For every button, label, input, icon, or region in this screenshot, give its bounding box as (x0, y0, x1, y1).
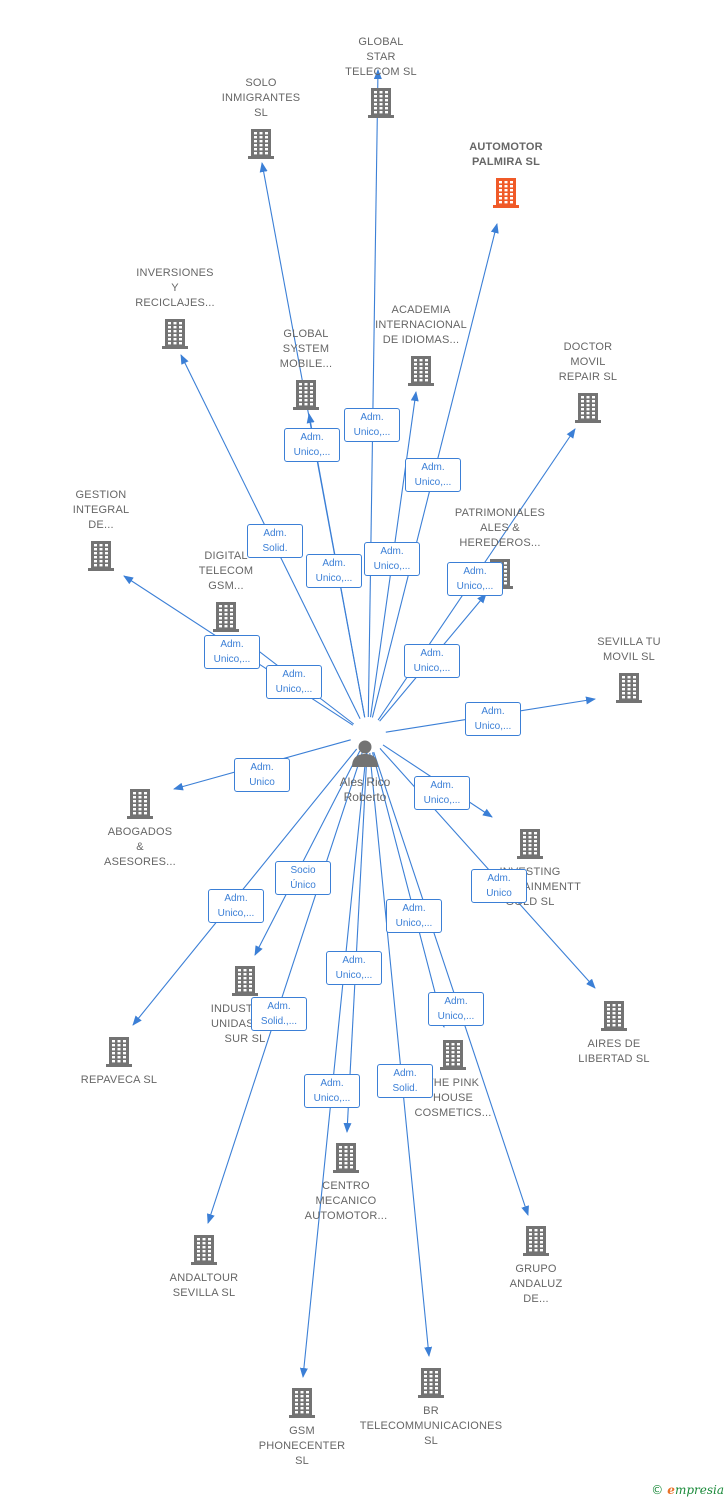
person-icon (352, 740, 378, 767)
node-label-aires[interactable]: AIRES DE LIBERTAD SL (578, 1038, 650, 1065)
role-label-repaveca[interactable]: Adm. Unico,... (208, 889, 264, 923)
building-icon (368, 88, 394, 118)
node-label-br-telecom[interactable]: BR TELECOMMUNICACIONES SL (359, 1405, 503, 1447)
node-label-sevilla-tu-movil[interactable]: SEVILLA TU MOVIL SL (597, 636, 661, 663)
edge-centro-mecanico (343, 752, 368, 1133)
edge-global-star (367, 69, 382, 718)
node-label-global-system[interactable]: GLOBAL SYSTEM MOBILE... (279, 328, 333, 370)
node-label-doctor-movil[interactable]: DOCTOR MOVIL REPAIR SL (558, 341, 618, 383)
edge-andaltour (207, 751, 363, 1224)
role-label-br-telecom[interactable]: Adm. Solid. (377, 1064, 433, 1098)
role-label-abogados[interactable]: Adm. Unico (234, 758, 290, 792)
building-icon (616, 673, 642, 703)
brand-name: mpresia (674, 1483, 724, 1497)
building-icon (191, 1235, 217, 1265)
role-label-inversiones[interactable]: Adm. Solid. (247, 524, 303, 558)
role-label-global-system[interactable]: Adm. Unico,... (306, 554, 362, 588)
building-icon (162, 319, 188, 349)
node-label-grupo-andaluz[interactable]: GRUPO ANDALUZ DE... (509, 1263, 563, 1305)
building-icon (333, 1143, 359, 1173)
building-icon (418, 1368, 444, 1398)
node-label-gestion[interactable]: GESTION INTEGRAL DE... (72, 489, 130, 531)
node-label-global-star[interactable]: GLOBAL STAR TELECOM SL (345, 36, 417, 78)
role-label-digital-telecom[interactable]: Adm. Unico,... (266, 665, 322, 699)
building-icon (127, 789, 153, 819)
copyright-symbol: © (651, 1483, 664, 1497)
node-label-abogados[interactable]: ABOGADOS & ASESORES... (104, 826, 176, 868)
edge-industrias (254, 750, 361, 956)
center-person-label[interactable]: Ales Rico Roberto (339, 775, 391, 804)
role-label-academia[interactable]: Adm. Unico,... (364, 542, 420, 576)
brand-initial: e (667, 1483, 675, 1497)
edge-grupo-andaluz (373, 751, 529, 1216)
role-label-doctor-movil[interactable]: Adm. Unico,... (447, 562, 503, 596)
building-icon (88, 541, 114, 571)
building-icon (523, 1226, 549, 1256)
role-label-gestion[interactable]: Adm. Unico,... (204, 635, 260, 669)
node-label-inversiones[interactable]: INVERSIONES Y RECICLAJES... (135, 267, 215, 309)
role-label-industrias[interactable]: Socio Único (275, 861, 331, 895)
role-label-global-star[interactable]: Adm. Unico,... (344, 408, 400, 442)
role-label-andaltour[interactable]: Adm. Solid.,... (251, 997, 307, 1031)
building-icon (232, 966, 258, 996)
edge-repaveca (132, 748, 358, 1026)
empresia-footer: ©empresia (651, 1483, 724, 1497)
node-label-solo-inmigrantes[interactable]: SOLO INMIGRANTES SL (221, 77, 301, 119)
node-label-gsm-phonecenter[interactable]: GSM PHONECENTER SL (258, 1425, 346, 1467)
building-icon (601, 1001, 627, 1031)
role-label-centro-mecanico[interactable]: Adm. Unico,... (326, 951, 382, 985)
building-icon (289, 1388, 315, 1418)
building-icon (440, 1040, 466, 1070)
building-icon (293, 380, 319, 410)
node-label-digital-telecom[interactable]: DIGITAL TELECOM GSM... (198, 550, 254, 592)
role-label-automotor-palmira[interactable]: Adm. Unico,... (405, 458, 461, 492)
edge-gsm-phonecenter (299, 752, 367, 1378)
role-label-aires[interactable]: Adm. Unico (471, 869, 527, 903)
building-icon (248, 129, 274, 159)
edge-pink-house (371, 752, 446, 1028)
building-icon (493, 178, 519, 208)
edge-br-telecom (369, 752, 433, 1357)
node-label-andaltour[interactable]: ANDALTOUR SEVILLA SL (169, 1272, 239, 1299)
building-icon (408, 356, 434, 386)
role-label-gsm-phonecenter[interactable]: Adm. Unico,... (304, 1074, 360, 1108)
role-label-solo-inmigrantes[interactable]: Adm. Unico,... (284, 428, 340, 462)
role-label-pink-house[interactable]: Adm. Unico,... (386, 899, 442, 933)
node-label-patrimoniales[interactable]: PATRIMONIALES ALES & HEREDEROS... (454, 507, 546, 549)
role-label-investing[interactable]: Adm. Unico,... (414, 776, 470, 810)
building-icon (106, 1037, 132, 1067)
building-icon (213, 602, 239, 632)
role-label-grupo-andaluz[interactable]: Adm. Unico,... (428, 992, 484, 1026)
node-label-academia[interactable]: ACADEMIA INTERNACIONAL DE IDIOMAS... (375, 304, 467, 346)
building-icon (575, 393, 601, 423)
role-label-sevilla-tu-movil[interactable]: Adm. Unico,... (465, 702, 521, 736)
building-icon (517, 829, 543, 859)
node-label-centro-mecanico[interactable]: CENTRO MECANICO AUTOMOTOR... (304, 1180, 388, 1222)
node-label-automotor-palmira[interactable]: AUTOMOTOR PALMIRA SL (469, 141, 543, 168)
role-label-patrimoniales[interactable]: Adm. Unico,... (404, 644, 460, 678)
node-label-repaveca[interactable]: REPAVECA SL (80, 1074, 158, 1086)
